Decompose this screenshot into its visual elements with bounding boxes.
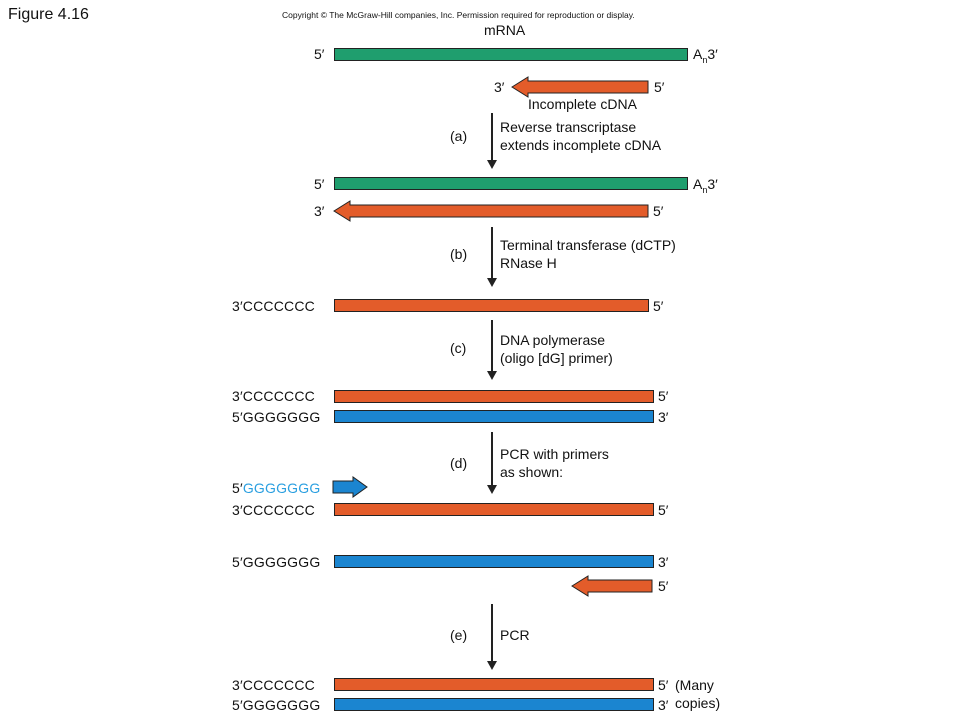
step-d-text-line2: as shown: — [500, 464, 564, 480]
mrna-strand — [334, 48, 688, 61]
product-second-strand — [334, 698, 654, 711]
ds1-second-strand — [334, 410, 654, 423]
g-primer-arrow — [332, 476, 368, 498]
step-d-letter: (d) — [450, 455, 468, 471]
template-c-label: 3′CCCCCCC — [232, 502, 315, 518]
step-c-text-line2: (oligo [dG] primer) — [500, 350, 613, 366]
cdna-5prime-end: 5′ — [653, 203, 664, 219]
product-5prime-end: 5′ — [658, 677, 669, 693]
step-a-text-line1: Reverse transcriptase — [500, 119, 637, 135]
template-second-strand — [334, 555, 654, 568]
incomplete-cdna-label: Incomplete cDNA — [528, 96, 637, 112]
incomplete-cdna-3prime-end: 3′ — [494, 79, 505, 95]
step-e-letter: (e) — [450, 627, 468, 643]
ds1-g-label: 5′GGGGGGG — [232, 409, 321, 425]
step-c-arrow — [487, 320, 497, 380]
step-c-letter: (c) — [450, 340, 467, 356]
product-3prime-end: 3′ — [658, 697, 669, 713]
incomplete-cdna-arrow — [511, 76, 649, 98]
mrna-label: mRNA — [484, 22, 526, 38]
g-primer-label: 5′GGGGGGG — [232, 480, 321, 496]
incomplete-cdna-5prime-end: 5′ — [654, 79, 665, 95]
template-3prime-end: 3′ — [658, 554, 669, 570]
step-b-letter: (b) — [450, 246, 468, 262]
mrna2-polya-end: An3′ — [693, 176, 718, 195]
product-g-label: 5′GGGGGGG — [232, 697, 321, 713]
c-tailed-5prime-end: 5′ — [653, 298, 664, 314]
mrna-polya-end: An3′ — [693, 46, 718, 65]
reverse-primer-arrow — [571, 575, 653, 597]
mrna2-5prime-end: 5′ — [314, 176, 325, 192]
c-tailed-cdna-strand — [334, 299, 649, 312]
step-e-arrow — [487, 604, 497, 670]
product-c-label: 3′CCCCCCC — [232, 677, 315, 693]
step-e-text: PCR — [500, 627, 530, 643]
ds1-cdna-strand — [334, 390, 654, 403]
step-b-text-line1: Terminal transferase (dCTP) — [500, 237, 676, 253]
template-5prime-end: 5′ — [658, 502, 669, 518]
step-a-letter: (a) — [450, 128, 468, 144]
ds1-5prime-end: 5′ — [658, 388, 669, 404]
many-copies-line2: copies) — [675, 695, 721, 711]
step-a-text-line2: extends incomplete cDNA — [500, 137, 662, 153]
full-cdna-arrow — [333, 200, 649, 222]
mrna2-strand — [334, 177, 688, 190]
template-cdna-strand — [334, 503, 654, 516]
cdna-3prime-end: 3′ — [314, 203, 325, 219]
step-d-arrow — [487, 432, 497, 494]
step-b-text-line2: RNase H — [500, 255, 557, 271]
copyright-notice: Copyright © The McGraw-Hill companies, I… — [282, 10, 635, 20]
c-tail-label: 3′CCCCCCC — [232, 298, 315, 314]
figure-label: Figure 4.16 — [8, 6, 89, 23]
many-copies-line1: (Many — [675, 677, 714, 693]
product-cdna-strand — [334, 678, 654, 691]
mrna-5prime-end: 5′ — [314, 46, 325, 62]
ds1-c-label: 3′CCCCCCC — [232, 388, 315, 404]
template-g-label: 5′GGGGGGG — [232, 554, 321, 570]
step-a-arrow — [487, 113, 497, 169]
reverse-primer-5prime-end: 5′ — [658, 578, 669, 594]
step-d-text-line1: PCR with primers — [500, 446, 609, 462]
step-b-arrow — [487, 227, 497, 287]
ds1-3prime-end: 3′ — [658, 409, 669, 425]
step-c-text-line1: DNA polymerase — [500, 332, 606, 348]
